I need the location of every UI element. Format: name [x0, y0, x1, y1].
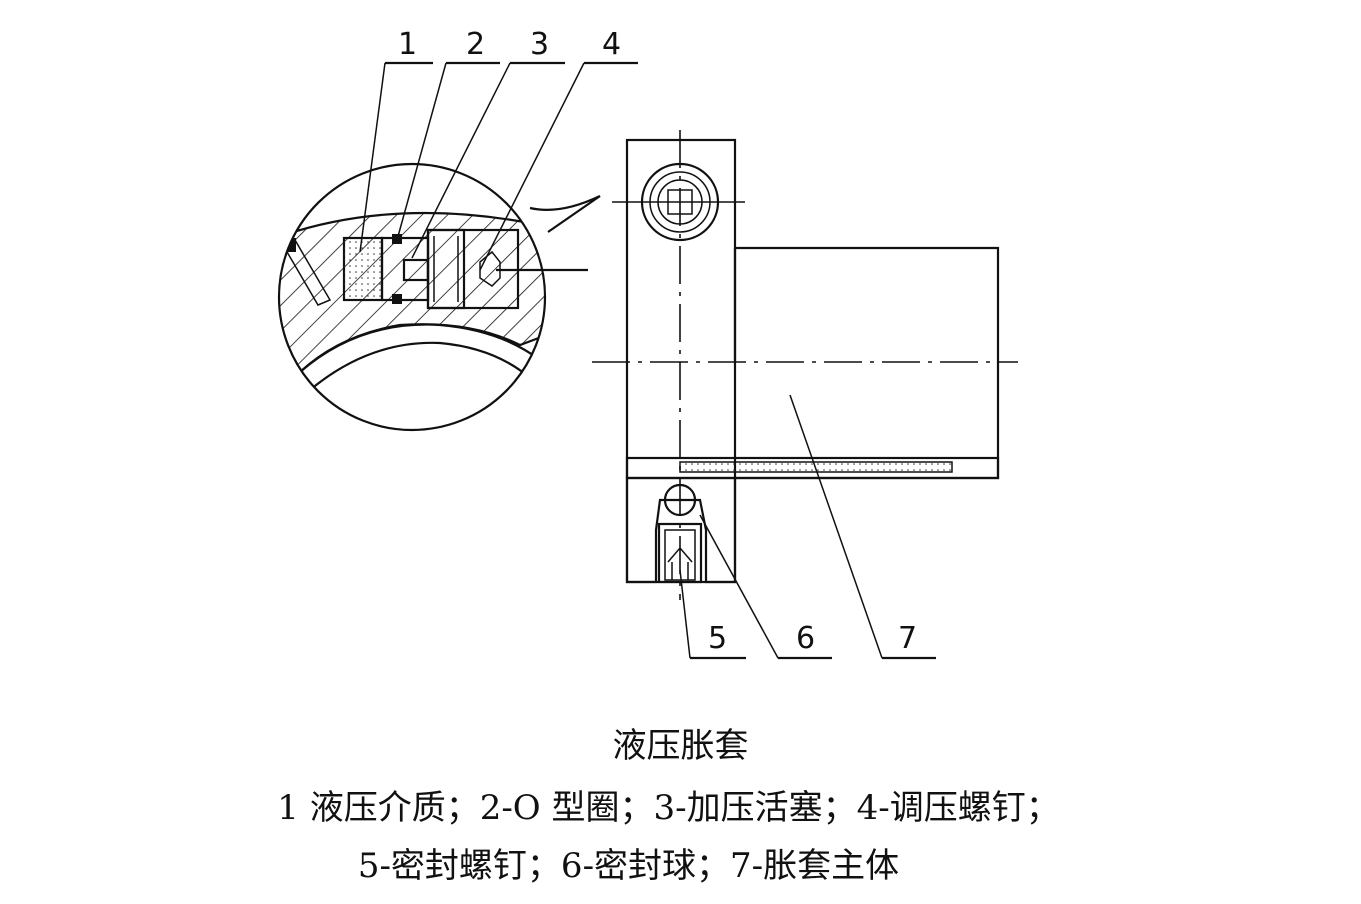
label-3: 3	[530, 27, 549, 62]
detail-view	[277, 162, 601, 432]
bottom-leaders	[679, 394, 936, 660]
figure-legend-line-1: 1 液压介质；2-O 型圈；3-加压活塞；4-调压螺钉；	[277, 788, 1060, 828]
figure-legend-line-2: 5-密封螺钉；6-密封球；7-胀套主体	[357, 846, 900, 886]
label-1: 1	[398, 27, 417, 62]
label-4: 4	[602, 27, 621, 62]
label-7: 7	[898, 621, 917, 656]
hydraulic-sleeve-drawing: 1 2 3 4 5 6 7	[277, 27, 1018, 660]
figure-title: 液压胀套	[612, 726, 749, 766]
sleeve-section	[592, 130, 1018, 600]
label-6: 6	[796, 621, 815, 656]
label-5: 5	[708, 621, 727, 656]
top-leaders	[359, 61, 638, 271]
part-numbers: 1 2 3 4 5 6 7	[398, 27, 917, 656]
label-2: 2	[466, 27, 485, 62]
